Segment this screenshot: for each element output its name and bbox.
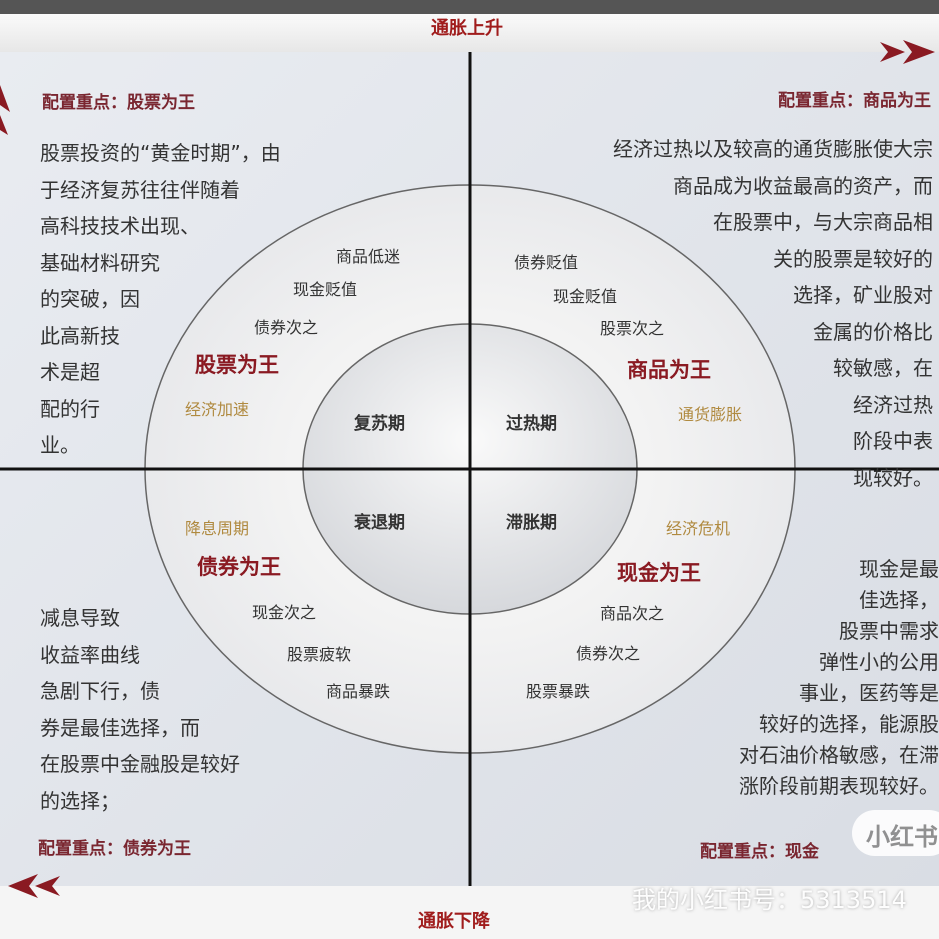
arrow-up-icon [0,85,10,135]
description-line: 弹性小的公用 [819,650,939,674]
description-line: 佳选择， [859,588,939,612]
phase-stagflation: 滞胀期 [506,513,557,533]
description-line: 减息导致 [40,606,120,630]
bottom-band [0,886,939,939]
description-top-left: 股票投资的“黄金时期”，由于经济复苏往往伴随着高科技技术出现、基础材料研究的突破… [40,135,281,464]
focus-cash: 配置重点：现金 [700,842,819,862]
description-line: 阶段中表 [853,429,933,453]
description-line: 涨阶段前期表现较好。 [739,774,939,798]
description-line: 较好的选择，能源股 [759,712,939,736]
item: 股票次之 [600,319,665,338]
item: 现金次之 [252,603,317,622]
king-label: 债券为王 [197,555,281,579]
arrow-right-icon [880,40,935,64]
item: 商品暴跌 [326,682,391,701]
description-line: 的突破，因 [40,287,140,311]
description-line: 对石油价格敏感，在滞 [739,743,939,767]
focus-commodities: 配置重点：商品为王 [778,91,931,111]
arrow-left-icon [8,874,60,898]
description-line: 事业，医药等是 [799,681,939,705]
description-line: 较敏感，在 [833,356,933,380]
watermark-logo: 小红书 [852,810,939,856]
description-line: 的选择； [40,788,120,813]
trend-label: 通货膨胀 [678,405,743,424]
item: 股票暴跌 [526,682,591,701]
item: 债券次之 [576,644,641,663]
axis-label-bottom: 通胀下降 [418,911,490,932]
top-band [0,14,939,54]
description-line: 券是最佳选择，而 [40,715,200,740]
description-line: 金属的价格比 [813,319,933,344]
top-bar [0,0,939,14]
item: 商品低迷 [336,247,401,266]
item: 债券贬值 [514,253,579,272]
phase-recession: 衰退期 [354,513,405,533]
description-line: 基础材料研究 [40,250,160,275]
item: 股票疲软 [287,645,352,664]
king-label: 现金为王 [617,561,701,585]
king-label: 商品为王 [627,358,711,382]
description-line: 于经济复苏往往伴随着 [40,177,240,202]
description-line: 股票中需求 [839,619,939,643]
description-line: 关的股票是较好的 [773,246,933,271]
description-line: 选择，矿业股对 [793,283,933,307]
description-line: 急剧下行，债 [40,679,160,703]
description-line: 收益率曲线 [40,642,140,667]
description-line: 术是超 [40,360,100,384]
item: 现金贬值 [553,287,618,306]
description-top-right: 经济过热以及较高的通货膨胀使大宗商品成为收益最高的资产，而在股票中，与大宗商品相… [613,131,933,496]
item: 现金贬值 [293,280,358,299]
phase-overheat: 过热期 [506,414,557,434]
description-line: 经济过热以及较高的通货膨胀使大宗 [613,137,933,161]
trend-label: 降息周期 [185,519,250,538]
description-bottom-right: 现金是最佳选择， 股票中需求弹性小的公用事业，医药等是较好的选择，能源股对石油价格… [739,554,939,802]
description-bottom-left: 减息导致收益率曲线急剧下行，债券是最佳选择，而在股票中金融股是较好的选择； [40,600,240,819]
description-line: 股票投资的“黄金时期”，由 [40,141,281,165]
trend-label: 经济加速 [185,400,250,419]
description-line: 此高新技 [40,323,120,348]
phase-recovery: 复苏期 [354,414,405,434]
description-line: 现较好。 [853,465,933,490]
focus-stocks: 配置重点：股票为王 [42,93,195,113]
watermark-text: 我的小红书号：5313514 [632,886,907,914]
description-line: 经济过热 [853,392,933,417]
description-line: 业。 [40,433,80,457]
item: 商品次之 [600,604,665,623]
description-line: 配的行 [40,396,100,421]
description-line: 在股票中金融股是较好 [40,752,240,776]
king-label: 股票为王 [195,353,279,377]
description-line: 商品成为收益最高的资产，而 [673,173,933,198]
description-line: 在股票中，与大宗商品相 [713,210,933,234]
description-line: 现金是最 [859,557,939,581]
axis-label-top: 通胀上升 [431,18,503,39]
focus-bonds: 配置重点：债券为王 [38,839,191,859]
description-line: 高科技技术出现、 [40,214,200,238]
item: 债券次之 [254,318,319,337]
trend-label: 经济危机 [666,519,731,538]
